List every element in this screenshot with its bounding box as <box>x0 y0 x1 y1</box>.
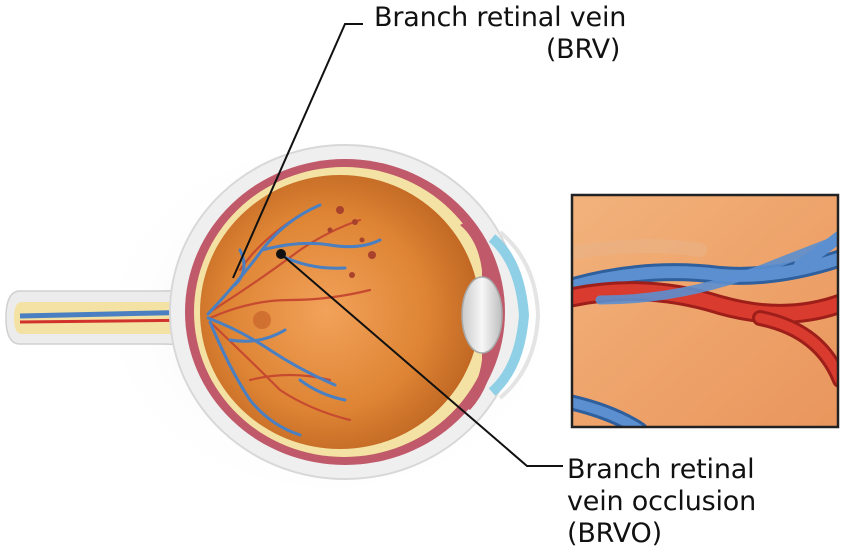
label-brvo-line2: vein occlusion <box>567 486 756 518</box>
label-brvo-line3: (BRVO) <box>567 518 756 550</box>
label-brvo: Branch retinal vein occlusion (BRVO) <box>567 454 756 550</box>
zoom-inset <box>560 195 844 430</box>
label-brv-line2: (BRV) <box>374 34 626 66</box>
lens <box>462 277 502 353</box>
label-brvo-line1: Branch retinal <box>567 454 756 486</box>
fundus <box>200 175 480 449</box>
occlusion-marker <box>276 249 286 259</box>
label-brv: Branch retinal vein (BRV) <box>374 2 626 66</box>
label-brv-line1: Branch retinal vein <box>374 2 626 34</box>
